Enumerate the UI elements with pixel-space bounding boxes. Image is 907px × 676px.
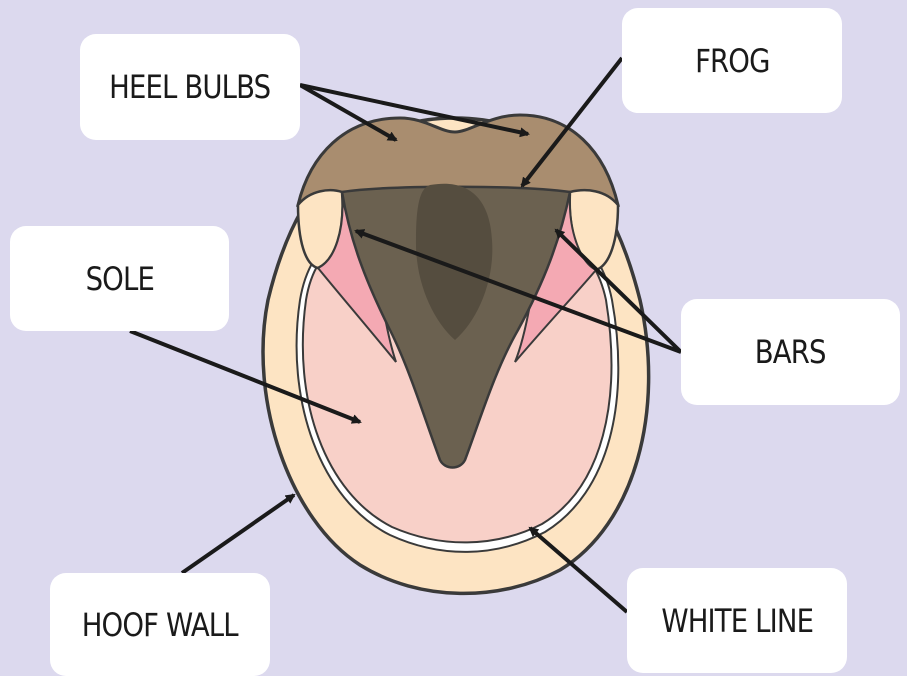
sole-label: SOLE xyxy=(85,260,153,298)
hoof-wall-label-box: HOOF WALL xyxy=(50,573,270,676)
white-line-label-box: WHITE LINE xyxy=(627,568,847,673)
bars-label-box: BARS xyxy=(681,299,900,405)
hoof-wall-label: HOOF WALL xyxy=(82,606,238,644)
heel-bulbs-label-box: HEEL BULBS xyxy=(80,34,300,140)
bars-label: BARS xyxy=(755,333,826,371)
heel-bulbs-label: HEEL BULBS xyxy=(109,68,270,106)
sole-label-box: SOLE xyxy=(10,226,229,331)
frog-label-box: FROG xyxy=(622,8,842,113)
white-line-label: WHITE LINE xyxy=(661,602,813,640)
frog-label: FROG xyxy=(695,42,769,80)
arrow-hoof-wall xyxy=(182,495,294,573)
